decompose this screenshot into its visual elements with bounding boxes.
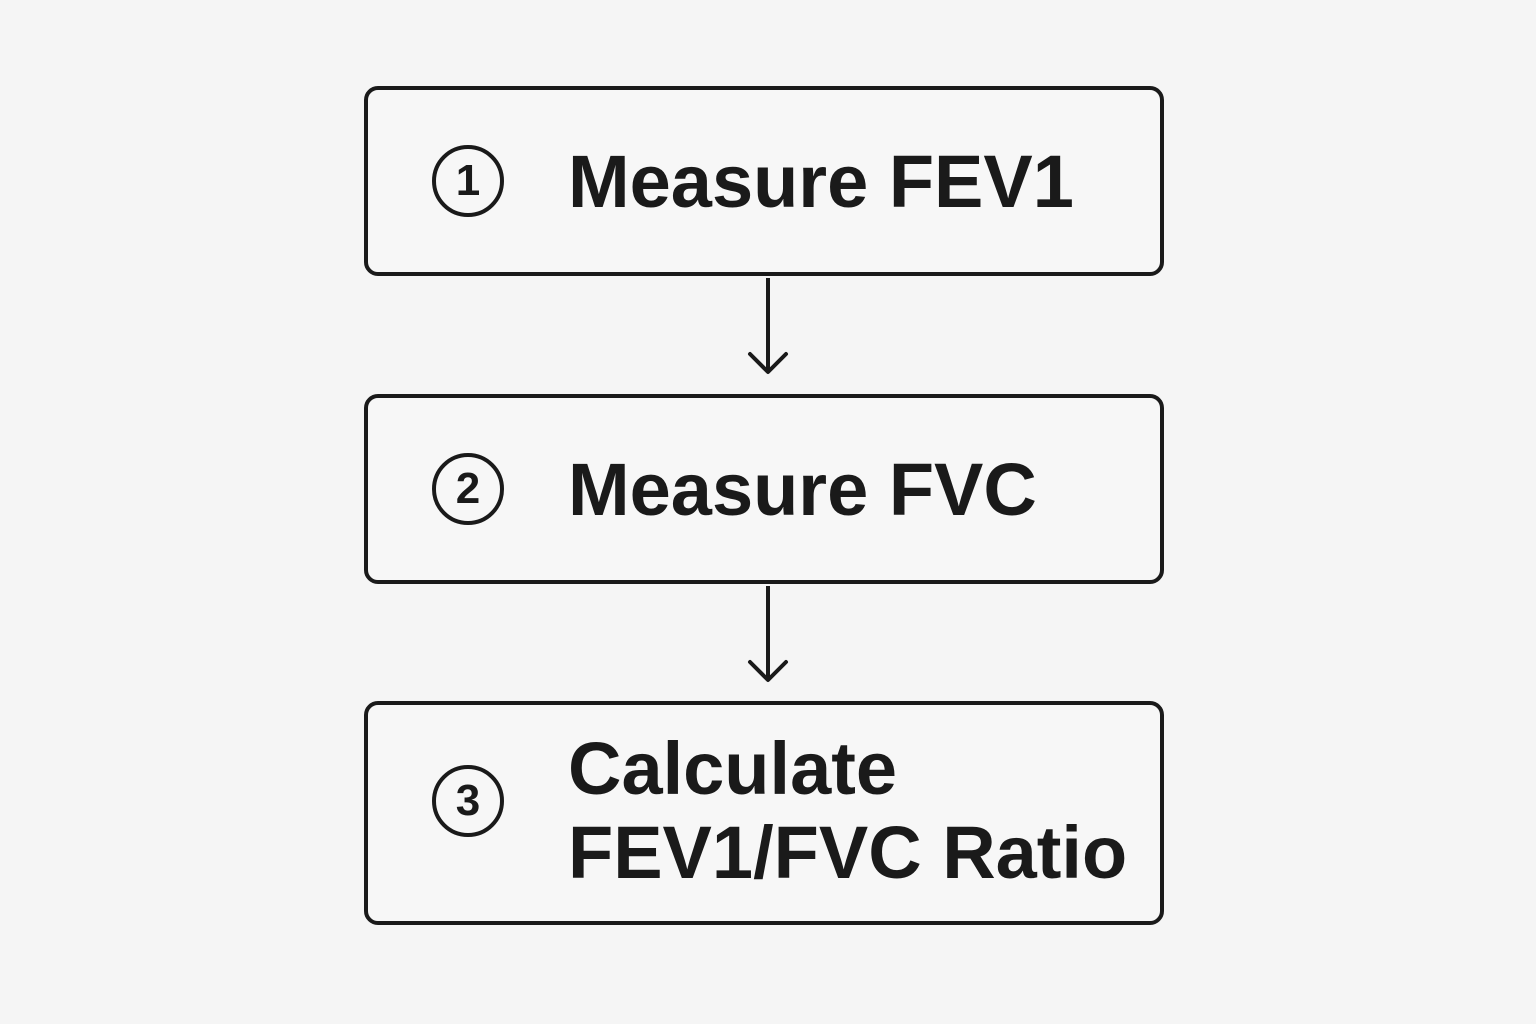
step-box-measure-fvc: 2 Measure FVC — [364, 394, 1164, 584]
step-box-measure-fev1: 1 Measure FEV1 — [364, 86, 1164, 276]
step-label: Measure FEV1 — [568, 140, 1074, 223]
step-number-badge: 1 — [432, 145, 504, 217]
step-box-calculate-ratio: 3 Calculate FEV1/FVC Ratio — [364, 701, 1164, 925]
step-number-badge: 2 — [432, 453, 504, 525]
down-arrow-icon — [748, 586, 788, 682]
down-arrow-icon — [748, 278, 788, 374]
step-label: Measure FVC — [568, 448, 1037, 531]
step-number-badge: 3 — [432, 765, 504, 837]
step-label: Calculate FEV1/FVC Ratio — [568, 727, 1128, 894]
